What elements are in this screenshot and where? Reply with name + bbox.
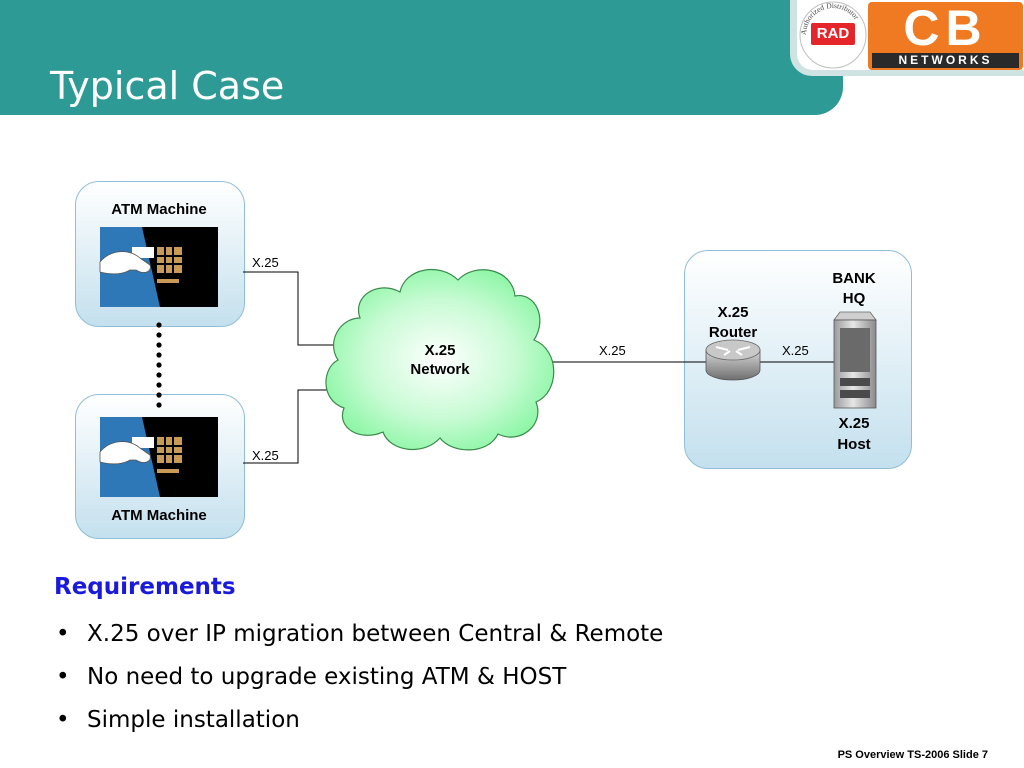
authorized-distributor-seal: Authorized Distributor xyxy=(799,1,867,69)
requirements-list: •X.25 over IP migration between Central … xyxy=(56,613,663,742)
slide-title: Typical Case xyxy=(50,64,285,108)
host-label-line1: X.25 xyxy=(838,415,870,432)
link-atm-bottom-label: X.25 xyxy=(252,448,279,463)
bullet-icon: • xyxy=(56,707,70,733)
atm-dotted-connector xyxy=(156,322,162,408)
x25-network-cloud xyxy=(325,268,555,451)
link-network-router-label: X.25 xyxy=(599,343,626,358)
bank-label-line1: BANK xyxy=(832,270,876,287)
network-label-line2: Network xyxy=(410,361,470,378)
requirements-heading: Requirements xyxy=(54,574,236,600)
host-server-icon xyxy=(833,311,877,409)
bank-label-line2: HQ xyxy=(842,290,866,307)
router-label-line1: X.25 xyxy=(717,304,749,321)
router-icon xyxy=(705,339,761,381)
title-bar xyxy=(0,0,843,115)
atm-top-image xyxy=(99,227,218,307)
atm-bottom-label: ATM Machine xyxy=(111,507,207,524)
atm-bottom-image xyxy=(99,417,218,497)
bullet-icon: • xyxy=(56,664,70,690)
router-label-line2: Router xyxy=(708,324,758,341)
requirement-item: •No need to upgrade existing ATM & HOST xyxy=(56,656,663,699)
slide-footer: PS Overview TS-2006 Slide 7 xyxy=(837,749,988,761)
rad-badge: RAD xyxy=(816,25,850,42)
networks-brand-text: NETWORKS xyxy=(872,53,1019,68)
requirement-item: •X.25 over IP migration between Central … xyxy=(56,613,663,656)
bullet-icon: • xyxy=(56,621,70,647)
network-label-line1: X.25 xyxy=(424,342,456,359)
link-atm-top-line xyxy=(243,271,356,346)
host-label-line2: Host xyxy=(837,436,871,453)
atm-top-label: ATM Machine xyxy=(111,201,207,218)
link-atm-top-label: X.25 xyxy=(252,255,279,270)
link-router-host-label: X.25 xyxy=(782,343,809,358)
cb-brand-text: CB xyxy=(903,0,988,56)
link-atm-bottom-line xyxy=(243,389,333,464)
requirement-item: •Simple installation xyxy=(56,699,663,742)
